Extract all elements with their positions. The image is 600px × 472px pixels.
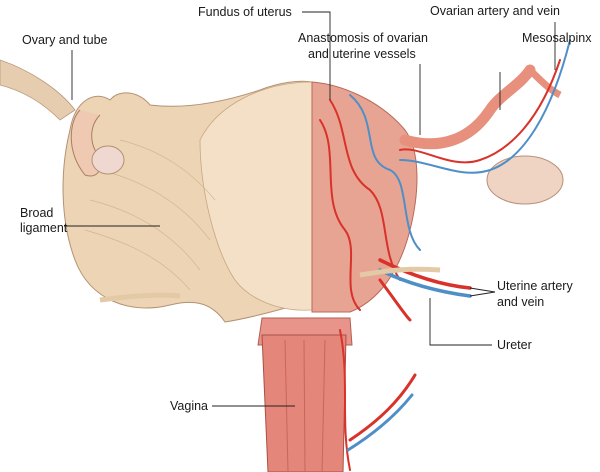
label-broad-line2: ligament xyxy=(20,221,68,235)
label-broad-line1: Broad xyxy=(20,206,54,220)
left-ovary xyxy=(91,145,125,175)
label-anastomosis-line1: Anastomosis of ovarian xyxy=(298,31,428,45)
label-ovary-and-tube: Ovary and tube xyxy=(22,33,108,47)
uterus-myometrium xyxy=(311,81,418,313)
ligament-striations xyxy=(84,139,216,291)
label-vagina: Vagina xyxy=(170,399,208,413)
blood-vessels xyxy=(319,39,571,471)
uterus-fundus xyxy=(199,81,313,311)
label-uterine-line2: and vein xyxy=(497,295,545,309)
label-ureter: Ureter xyxy=(497,338,532,352)
right-ovary xyxy=(486,155,564,205)
leader-lines xyxy=(64,11,556,407)
label-fundus-of-uterus: Fundus of uterus xyxy=(198,5,292,19)
label-uterine-line1: Uterine artery xyxy=(497,279,573,293)
ureter xyxy=(359,266,441,278)
right-fallopian-tube xyxy=(399,64,536,150)
label-ovarian-artery-vein: Ovarian artery and vein xyxy=(430,4,560,18)
peritoneum-fold xyxy=(0,59,76,121)
label-anastomosis-line2: and uterine vessels xyxy=(308,47,416,61)
label-mesosalpinx: Mesosalpinx xyxy=(522,31,592,45)
